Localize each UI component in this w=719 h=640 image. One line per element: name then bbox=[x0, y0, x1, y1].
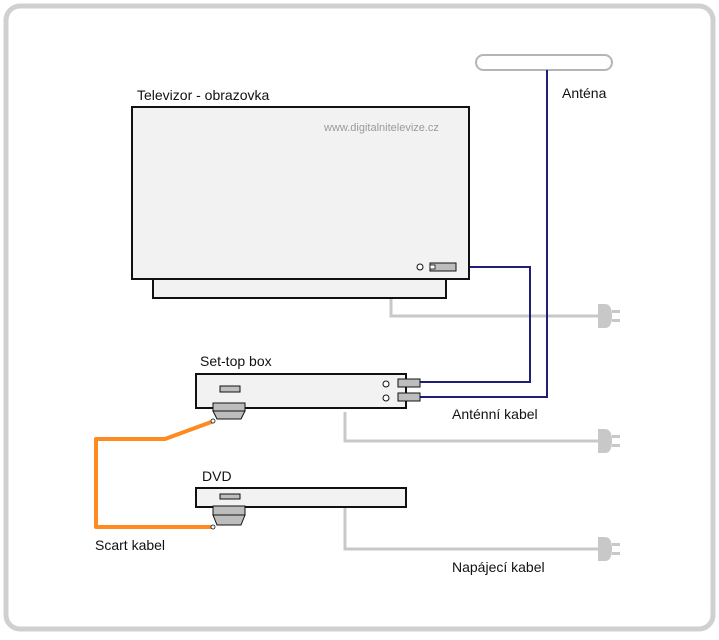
tv-indicator-light bbox=[416, 263, 424, 271]
power-plug-tv bbox=[598, 304, 620, 328]
tv-label: Televizor - obrazovka bbox=[137, 87, 269, 103]
settop-connector-out bbox=[397, 378, 421, 388]
settop-scart-connector bbox=[212, 402, 246, 412]
tv-stand bbox=[152, 278, 447, 299]
antenna-cables bbox=[420, 70, 548, 398]
scart-cable-label: Scart kabel bbox=[95, 537, 165, 553]
antenna bbox=[475, 54, 613, 71]
dvd-label: DVD bbox=[202, 468, 232, 484]
antenna-to-settop-cable bbox=[420, 70, 548, 398]
settop-label: Set-top box bbox=[200, 353, 272, 369]
settop-scart-plug bbox=[212, 410, 246, 420]
settop-indicator-1 bbox=[382, 380, 390, 388]
power-cable-label: Napájecí kabel bbox=[452, 559, 545, 575]
antenna-cable-label: Anténní kabel bbox=[452, 406, 538, 422]
watermark: www.digitalnitelevize.cz bbox=[323, 122, 439, 134]
settop-connector-in bbox=[397, 392, 421, 402]
dvd-scart-plug bbox=[212, 514, 246, 526]
settop-power-cable bbox=[343, 412, 598, 443]
tv-screen bbox=[131, 106, 470, 280]
dvd-scart-connector bbox=[212, 505, 246, 516]
tv bbox=[131, 106, 470, 299]
power-plug-settop bbox=[598, 429, 620, 453]
dvd-slot bbox=[219, 493, 241, 500]
scart-cable bbox=[94, 419, 215, 529]
dvd-player bbox=[195, 487, 407, 530]
settop-box bbox=[195, 373, 421, 424]
settop-slot bbox=[219, 385, 241, 393]
dvd-power-cable bbox=[343, 507, 598, 551]
settop-to-tv-cable bbox=[420, 266, 531, 383]
dvd-body bbox=[195, 487, 407, 508]
settop-indicator-2 bbox=[382, 394, 390, 402]
antenna-label: Anténa bbox=[562, 85, 607, 101]
power-plug-dvd bbox=[598, 537, 620, 561]
